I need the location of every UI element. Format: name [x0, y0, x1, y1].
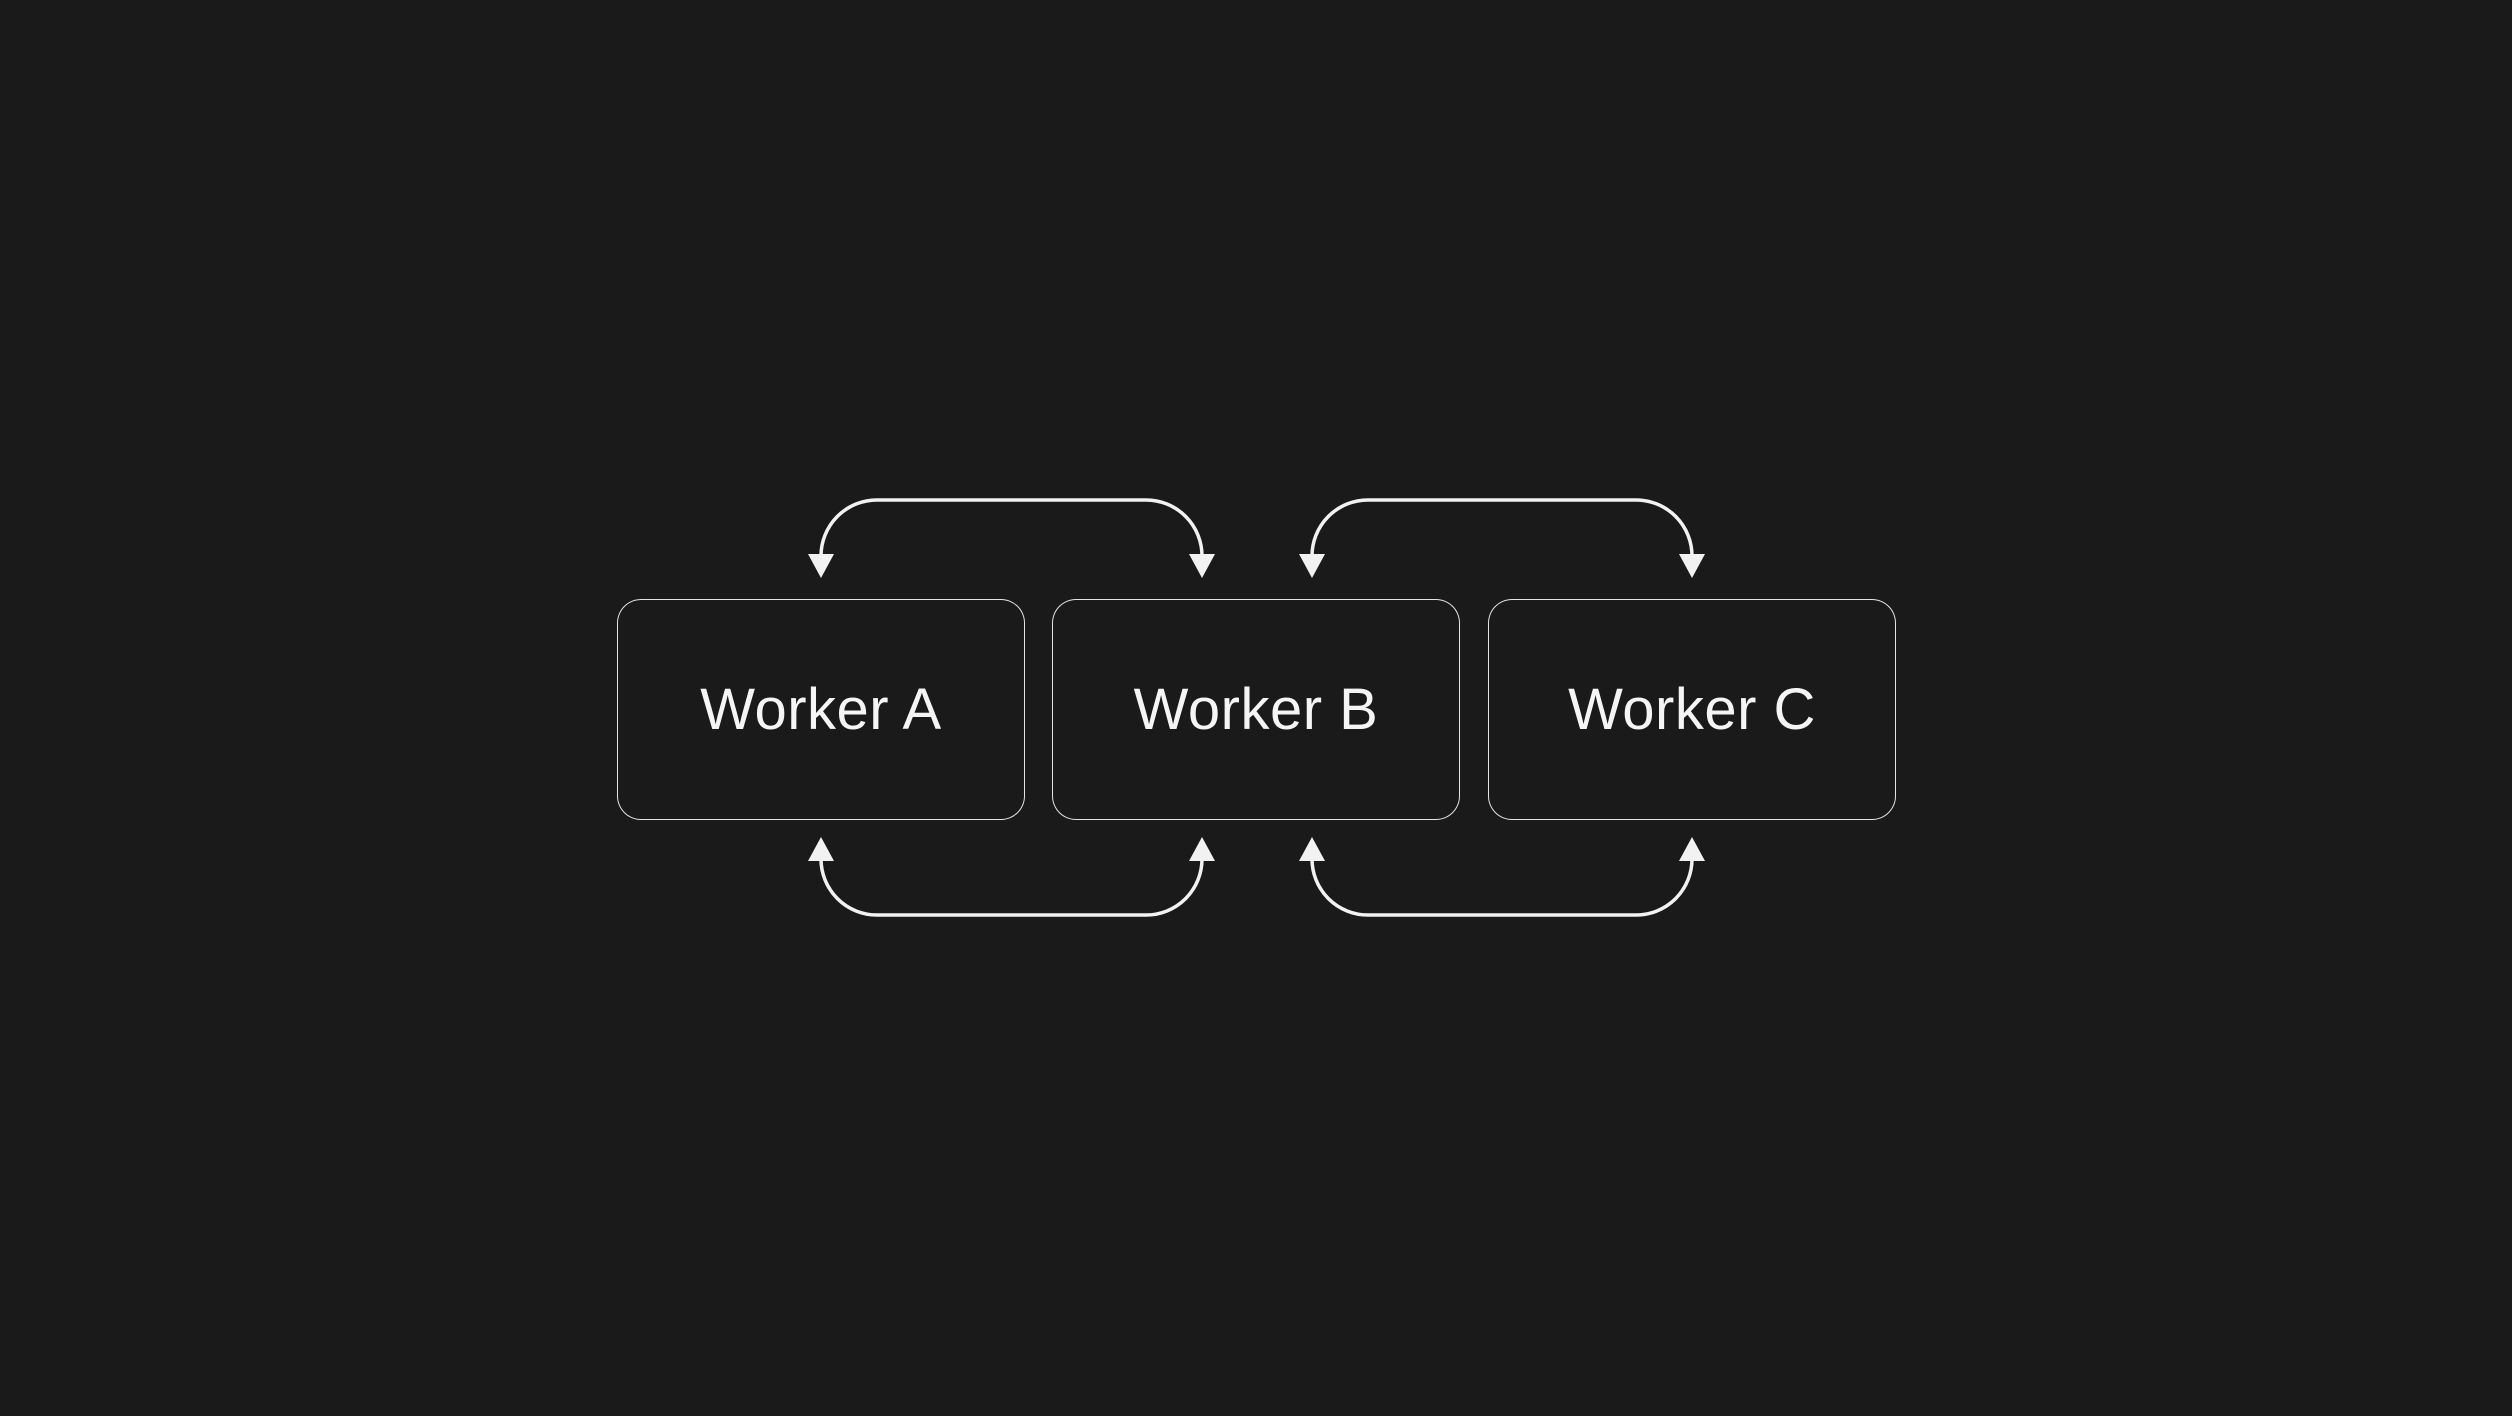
node-worker-b: Worker B — [1052, 599, 1460, 820]
edge-line — [1310, 498, 1694, 557]
arrowhead-down-icon — [808, 554, 834, 578]
arrowhead-up-icon — [808, 837, 834, 861]
node-worker-c: Worker C — [1488, 599, 1896, 820]
arrowhead-down-icon — [1679, 554, 1705, 578]
arrowhead-down-icon — [1299, 554, 1325, 578]
node-worker-a: Worker A — [617, 599, 1025, 820]
arrowhead-down-icon — [1189, 554, 1215, 578]
edge-line — [819, 498, 1204, 557]
node-worker-c-label: Worker C — [1568, 677, 1816, 742]
edge-worker-a-worker-b-top — [808, 498, 1215, 578]
edge-worker-b-worker-c-bottom — [1299, 837, 1705, 917]
edge-line — [1310, 858, 1694, 917]
arrowhead-up-icon — [1189, 837, 1215, 861]
node-worker-a-label: Worker A — [700, 677, 942, 742]
node-worker-b-label: Worker B — [1133, 677, 1379, 742]
arrowhead-up-icon — [1679, 837, 1705, 861]
edge-worker-b-worker-c-top — [1299, 498, 1705, 578]
arrowhead-up-icon — [1299, 837, 1325, 861]
edge-line — [819, 858, 1204, 917]
edge-worker-a-worker-b-bottom — [808, 837, 1215, 917]
